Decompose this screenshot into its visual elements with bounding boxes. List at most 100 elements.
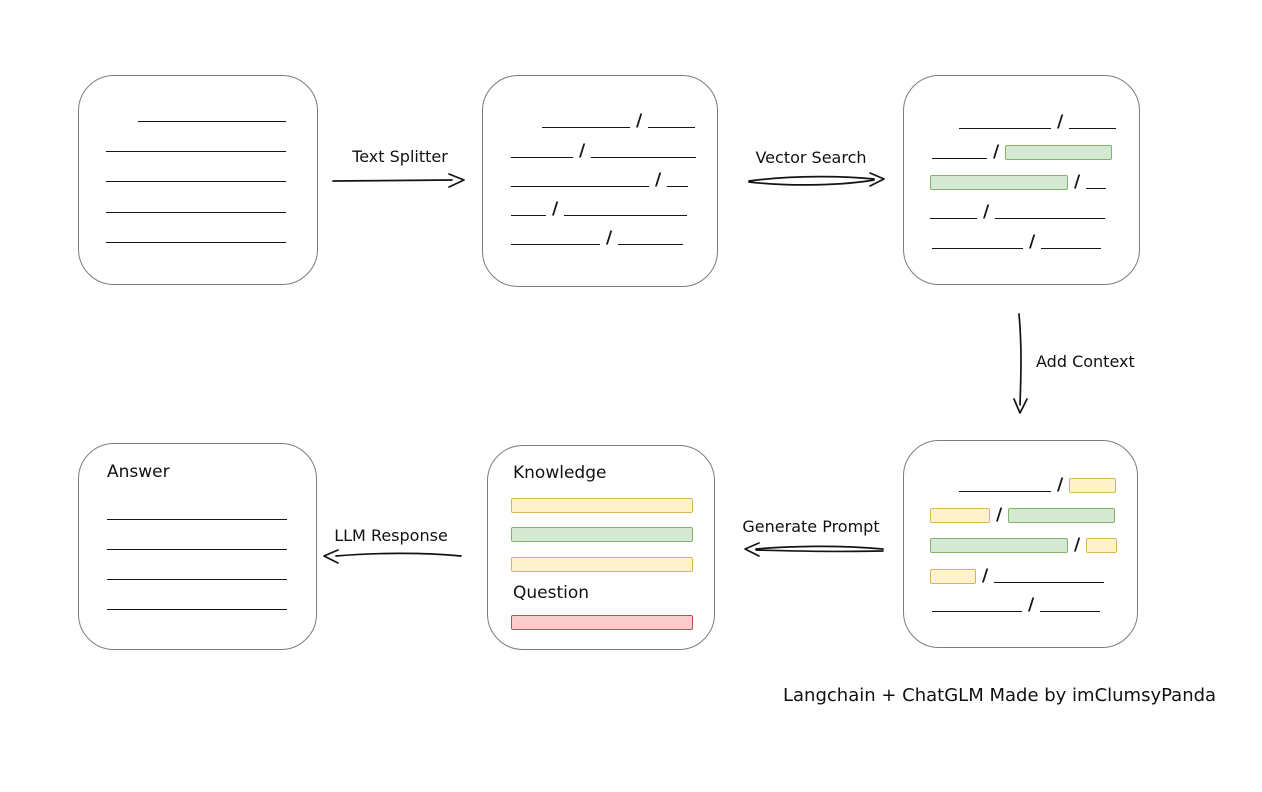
context-node: / / / / /: [903, 440, 1138, 648]
knowledge-label: Knowledge: [513, 463, 607, 483]
content-row: /: [930, 535, 1118, 555]
slash-separator: /: [1029, 232, 1036, 252]
document-node: [78, 75, 318, 285]
text-line: [930, 218, 977, 219]
text-line: [511, 186, 649, 187]
yellow-highlight-chunk: [511, 498, 693, 513]
content-row: /: [932, 142, 1113, 162]
content-row: [106, 197, 286, 214]
text-line: [932, 248, 1023, 249]
yellow-highlight-chunk: [1069, 478, 1117, 493]
content-row: [511, 496, 693, 513]
content-row: /: [511, 199, 688, 219]
text-line: [1040, 611, 1101, 612]
text-line: [564, 215, 688, 216]
answer-label: Answer: [107, 462, 170, 482]
add-context-label: Add Context: [1036, 352, 1135, 371]
content-row: /: [511, 228, 684, 248]
yellow-highlight-chunk: [930, 508, 990, 523]
text-line: [1041, 248, 1102, 249]
content-row: /: [932, 232, 1102, 252]
content-row: /: [511, 170, 689, 190]
text-line: [511, 244, 600, 245]
content-row: [107, 564, 287, 581]
text-line: [107, 549, 287, 550]
content-row: [106, 136, 286, 153]
content-row: [107, 504, 287, 521]
text-line: [591, 157, 697, 158]
slash-separator: /: [1074, 172, 1081, 192]
add-context-arrow: [1013, 313, 1028, 414]
prompt-node: Knowledge Question: [487, 445, 715, 650]
search-results-node: / / / / /: [903, 75, 1140, 285]
slash-separator: /: [1074, 535, 1081, 555]
content-row: [511, 525, 693, 542]
yellow-highlight-chunk: [511, 557, 693, 572]
text-line: [107, 579, 287, 580]
text-line: [932, 158, 987, 159]
text-line: [959, 491, 1051, 492]
text-line: [107, 519, 287, 520]
vector-search-arrow: [748, 172, 885, 187]
question-label: Question: [513, 583, 590, 603]
content-row: [106, 227, 286, 244]
text-line: [667, 186, 689, 187]
green-highlight-chunk: [1008, 508, 1116, 523]
content-row: /: [959, 112, 1117, 132]
content-row: [107, 594, 287, 611]
slash-separator: /: [1057, 475, 1064, 495]
slash-separator: /: [996, 505, 1003, 525]
content-row: [511, 613, 693, 630]
content-row: /: [930, 505, 1116, 525]
text-line: [618, 244, 684, 245]
content-row: /: [542, 111, 696, 131]
green-highlight-chunk: [511, 527, 693, 542]
text-line: [994, 582, 1105, 583]
text-line: [106, 212, 286, 213]
content-row: /: [511, 141, 697, 161]
content-row: /: [930, 566, 1105, 586]
content-row: /: [959, 475, 1117, 495]
content-row: /: [930, 202, 1106, 222]
slash-separator: /: [982, 566, 989, 586]
text-line: [959, 128, 1051, 129]
llm-response-arrow: [323, 549, 462, 564]
slash-separator: /: [993, 142, 1000, 162]
red-highlight-chunk: [511, 615, 693, 630]
text-line: [995, 218, 1106, 219]
text-line: [542, 127, 630, 128]
content-row: [138, 106, 286, 123]
text-splitter-label: Text Splitter: [352, 147, 448, 166]
slash-separator: /: [552, 199, 559, 219]
content-row: [107, 534, 287, 551]
text-line: [932, 611, 1022, 612]
generate-prompt-arrow: [744, 542, 884, 557]
llm-response-label: LLM Response: [334, 526, 448, 545]
slash-separator: /: [579, 141, 586, 161]
slash-separator: /: [983, 202, 990, 222]
attribution-text: Langchain + ChatGLM Made by imClumsyPand…: [783, 685, 1217, 706]
slash-separator: /: [606, 228, 613, 248]
text-line: [1069, 128, 1117, 129]
slash-separator: /: [1057, 112, 1064, 132]
text-line: [1086, 188, 1107, 189]
text-line: [648, 127, 696, 128]
content-row: /: [932, 595, 1101, 615]
content-row: /: [930, 172, 1107, 192]
vector-search-label: Vector Search: [755, 148, 867, 167]
green-highlight-chunk: [930, 175, 1068, 190]
split-text-node: / / / / /: [482, 75, 718, 287]
text-line: [106, 242, 286, 243]
green-highlight-chunk: [1005, 145, 1113, 160]
text-line: [511, 215, 546, 216]
text-line: [138, 121, 286, 122]
content-row: [106, 166, 286, 183]
answer-node: Answer: [78, 443, 317, 650]
text-line: [511, 157, 573, 158]
slash-separator: /: [1028, 595, 1035, 615]
slash-separator: /: [655, 170, 662, 190]
slash-separator: /: [636, 111, 643, 131]
text-line: [106, 151, 286, 152]
green-highlight-chunk: [930, 538, 1068, 553]
